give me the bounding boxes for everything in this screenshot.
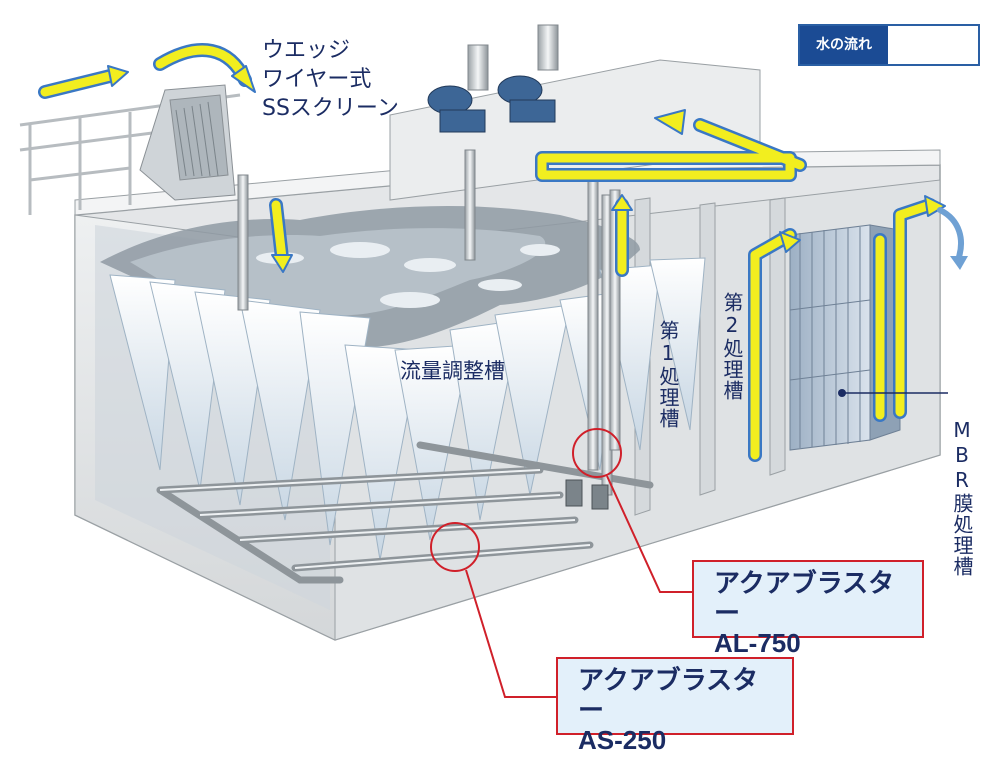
equalization-tank-label: 流量調整槽 (400, 359, 505, 383)
second-tank-label: 第2処理槽 (720, 292, 744, 401)
lift-pumps (565, 479, 609, 510)
callout-as250: アクアブラスター AS-250 (556, 657, 794, 755)
first-tank-label: 第1処理槽 (656, 320, 680, 429)
legend-label: 水の流れ (800, 26, 888, 64)
screen-label: ウエッジ ワイヤー式 SSスクリーン (262, 38, 399, 121)
callout-al750: アクアブラスター AL-750 (692, 560, 924, 658)
flow-legend: 水の流れ (798, 24, 980, 66)
callout-al750-name: アクアブラスター (714, 568, 895, 628)
blower-units (427, 24, 559, 133)
ss-screen-unit (139, 84, 236, 201)
callout-as250-model: AS-250 (578, 725, 667, 755)
callout-leaders (430, 392, 948, 698)
mbr-tank-label: MBR膜処理槽 (950, 418, 974, 577)
callout-as250-name: アクアブラスター (578, 665, 759, 725)
water-flow-arrows (38, 43, 968, 462)
callout-al750-model: AL-750 (714, 628, 801, 658)
air-supply-pipes (237, 149, 621, 496)
diffuser-piping-highlight (159, 469, 591, 569)
